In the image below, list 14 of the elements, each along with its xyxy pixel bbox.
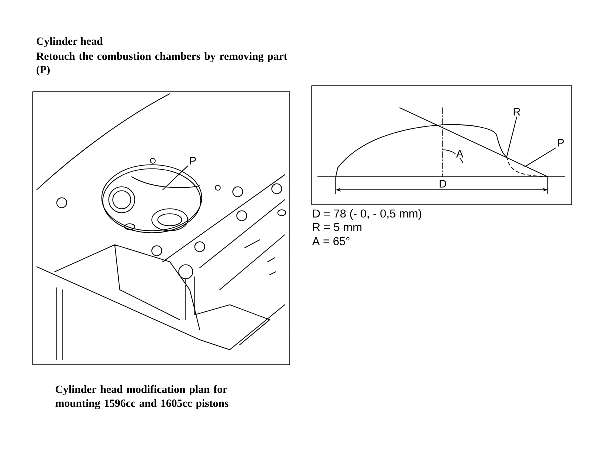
part-label: R: [514, 108, 520, 116]
angle-label: A: [456, 150, 464, 158]
caption: Cylinder head modification plan for mounting 1596cc and 1605cc pistons: [56, 385, 229, 410]
spec-text: A = 65°: [312, 237, 350, 246]
leader-line: [506, 116, 518, 158]
part-label: P: [558, 139, 564, 147]
spec-text: R = 5 mm: [313, 223, 362, 232]
part-label: P: [190, 157, 196, 165]
spec-text: D = 78 (- 0, - 0,5 mm): [313, 209, 422, 220]
leader-line: [162, 166, 188, 190]
leader-line: [524, 148, 556, 168]
title: Cylinder head: [36, 37, 103, 48]
dimension-label: D: [438, 180, 448, 188]
instruction-text: Retouch the combustion chambers by removing part (P): [36, 52, 288, 76]
